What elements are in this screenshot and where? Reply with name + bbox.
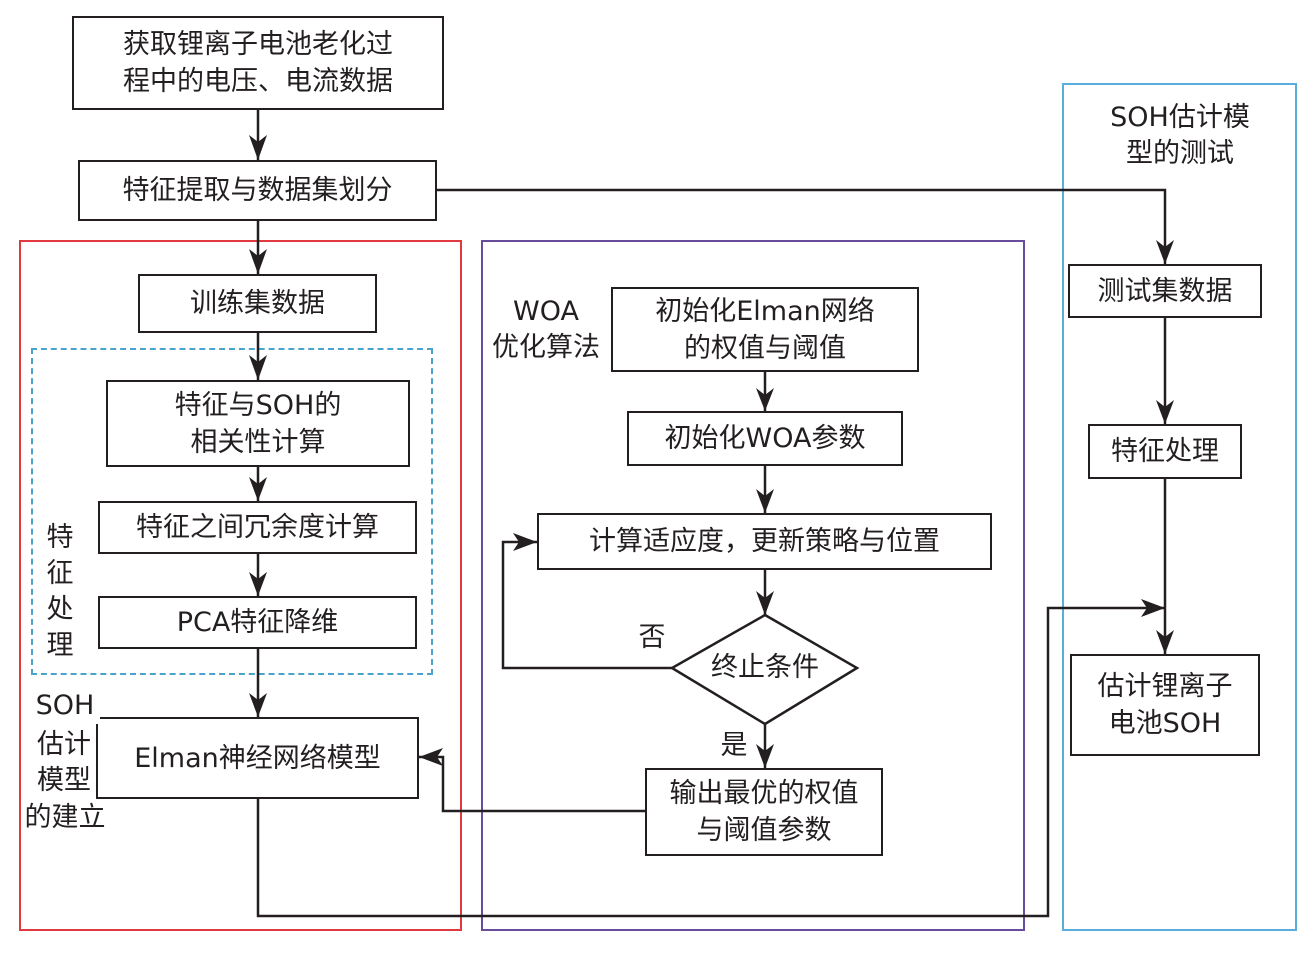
soh-build-label-1: SOH (30, 688, 100, 724)
arrow-elman-to-estimate (256, 606, 1165, 918)
woa-frame (481, 240, 1025, 931)
yes-label: 是 (720, 730, 748, 761)
acquire-data-box: 获取锂离子电池老化过 程中的电压、电流数据 (72, 16, 444, 110)
training-data-box: 训练集数据 (138, 274, 377, 333)
arrow-output-to-elman (419, 755, 645, 813)
test-data-box: 测试集数据 (1068, 264, 1262, 318)
estimate-soh-box: 估计锂离子 电池SOH (1070, 654, 1260, 756)
init-elman-box: 初始化Elman网络 的权值与阈值 (611, 287, 919, 372)
feature-processing-label: 特 征 处 理 (46, 522, 74, 661)
termination-label: 终止条件 (711, 652, 819, 683)
soh-test-label: SOH估计模 型的测试 (1110, 102, 1250, 169)
fitness-box: 计算适应度，更新策略与位置 (537, 513, 992, 570)
feature-split-box: 特征提取与数据集划分 (78, 160, 437, 221)
output-best-box: 输出最优的权值 与阈值参数 (645, 768, 883, 856)
redundancy-box: 特征之间冗余度计算 (98, 501, 417, 554)
arrow-head (249, 135, 267, 160)
test-feature-box: 特征处理 (1088, 424, 1242, 479)
no-label: 否 (638, 622, 666, 653)
soh-build-label-3: 的建立 (24, 802, 106, 833)
feature-processing-frame (31, 348, 433, 675)
soh-build-label-2: 估计 模型 (37, 729, 91, 796)
training-frame (19, 240, 462, 931)
elman-model-box: Elman神经网络模型 (96, 717, 419, 799)
termination-diamond (669, 613, 860, 726)
arrow-split-to-test (437, 188, 1167, 264)
correlation-box: 特征与SOH的 相关性计算 (106, 380, 410, 467)
init-woa-box: 初始化WOA参数 (627, 411, 903, 466)
woa-algorithm-label: WOA 优化算法 (492, 296, 600, 363)
pca-box: PCA特征降维 (98, 596, 417, 649)
testing-frame (1062, 83, 1297, 931)
